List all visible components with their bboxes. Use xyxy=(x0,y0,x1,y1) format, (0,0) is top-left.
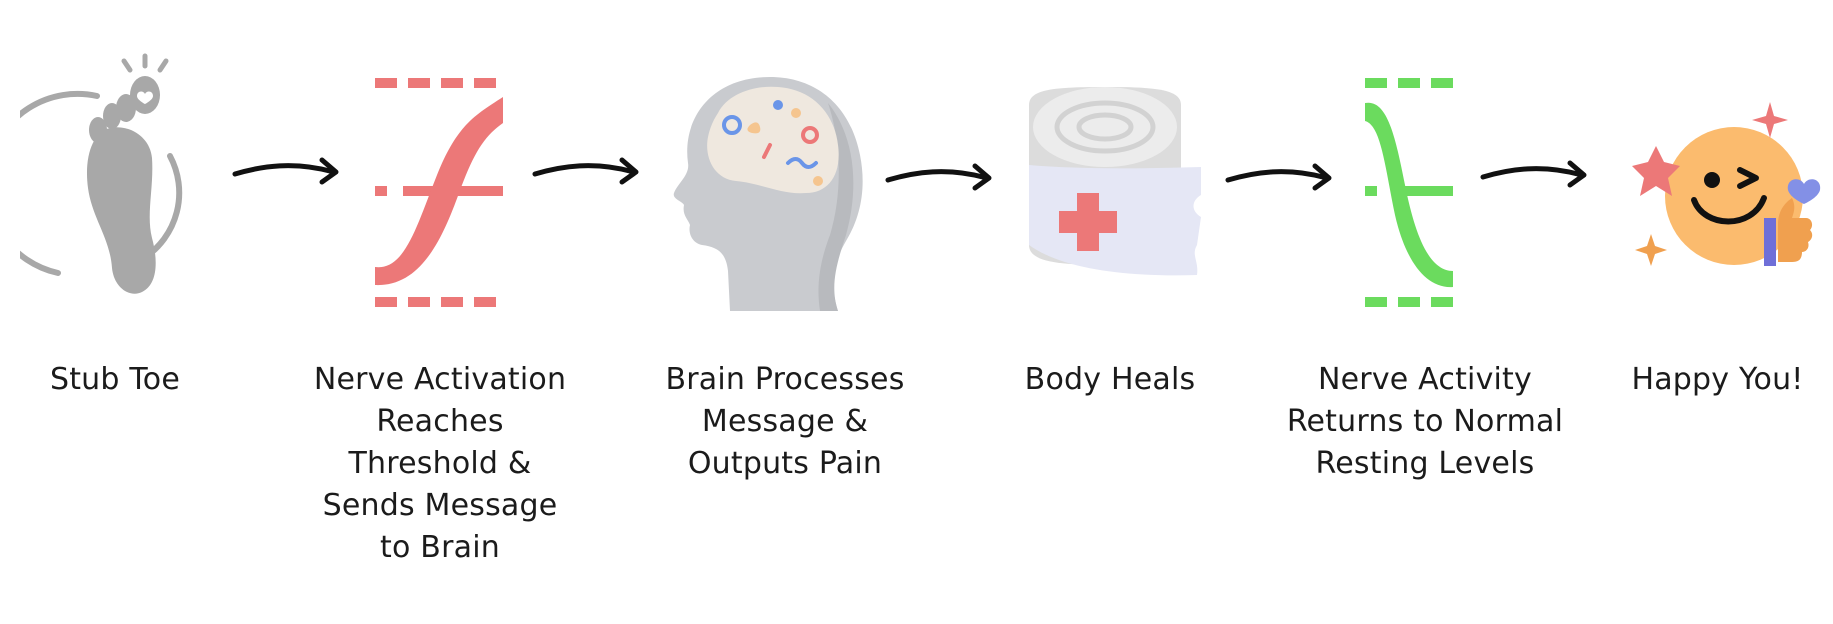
arrow-right-icon xyxy=(232,157,339,185)
step-label-happy-you: Happy You! xyxy=(1631,362,1804,397)
step-label-nerve-returns: Nerve Activity Returns to Normal Resting… xyxy=(1286,362,1564,481)
happy-face-icon xyxy=(1632,102,1821,266)
step-label-brain-processes: Brain Processes Message & Outputs Pain xyxy=(665,362,905,481)
bandage-icon xyxy=(1029,87,1201,276)
step-label-body-heals: Body Heals xyxy=(1024,362,1196,397)
arrow-right-icon xyxy=(532,157,639,185)
nerve-resting-curve-icon xyxy=(1365,78,1453,307)
nerve-activation-curve-icon xyxy=(375,78,503,307)
step-label-stub-toe: Stub Toe xyxy=(49,362,181,397)
foot-icon xyxy=(20,53,183,294)
arrow-right-icon xyxy=(885,163,992,191)
step-label-nerve-activation: Nerve Activation Reaches Threshold & Sen… xyxy=(313,362,567,565)
brain-head-icon xyxy=(673,77,863,311)
arrow-right-icon xyxy=(1225,163,1332,191)
arrow-right-icon xyxy=(1480,160,1587,188)
